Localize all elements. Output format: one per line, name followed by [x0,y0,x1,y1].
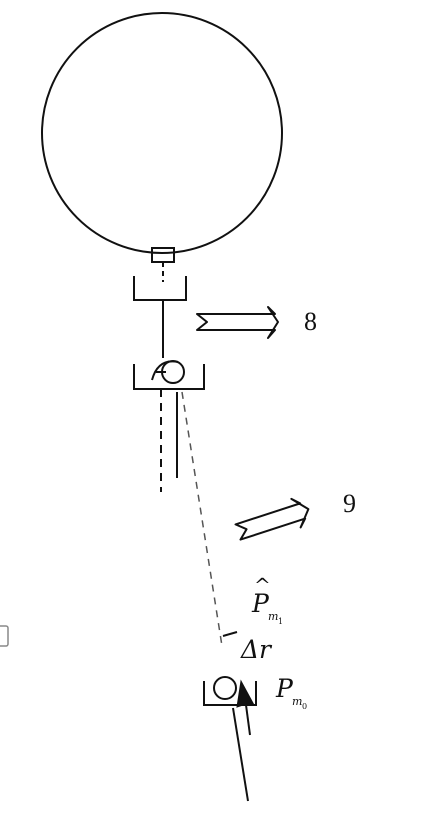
lower-rod [232,707,249,802]
measured-subsub: 0 [302,702,307,711]
label-arrow-8: 8 [304,307,317,336]
estimate-subsub: 1 [278,617,283,626]
middle-cup [133,364,205,390]
left-edge-box [0,625,9,647]
predicted-trajectory [181,391,223,647]
middle-joint-arc [151,360,179,381]
measured-symbol: P [275,674,294,703]
arrow-8-icon [196,306,279,339]
estimate-hat: ^ [254,573,271,597]
estimate-symbol: P [251,589,270,618]
label-arrow-9: 9 [343,489,356,518]
measured-arrow-shaft [245,704,251,736]
measured-arrow-icon [236,679,255,708]
sphere [41,12,283,254]
bottom-cup [203,681,257,706]
measured-sub: m [292,695,302,708]
delta-tick [222,631,238,637]
top-cup [133,276,187,301]
arrow-9-icon [234,497,310,541]
estimate-sub: m [268,610,278,623]
bottom-joint-ball [213,676,237,700]
delta-label: Δr [240,635,273,664]
sphere-connector [151,247,175,263]
